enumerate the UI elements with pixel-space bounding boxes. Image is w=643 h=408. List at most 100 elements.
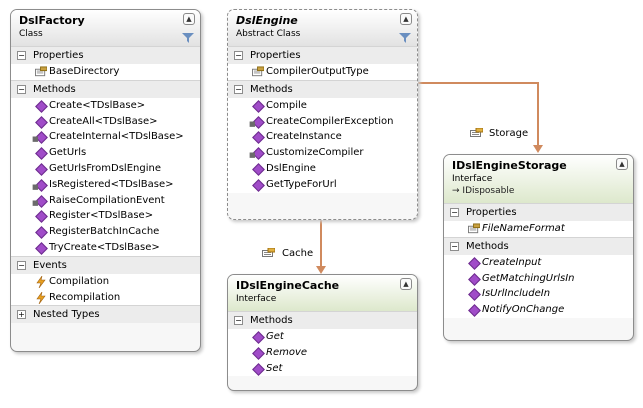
- section-label: Nested Types: [33, 309, 100, 321]
- method-item[interactable]: Remove: [228, 344, 417, 361]
- class-name: DslEngine: [236, 14, 298, 27]
- collapse-section-icon[interactable]: −: [450, 208, 459, 217]
- method-item[interactable]: NotifyOnChange: [444, 302, 633, 318]
- method-name: CreateInstance: [266, 131, 342, 143]
- method-name: GetTypeForUrl: [266, 178, 337, 190]
- collapse-button[interactable]: ▲: [400, 13, 412, 25]
- section-label: Methods: [250, 315, 293, 326]
- method-icon: [468, 288, 481, 302]
- method-item[interactable]: CreateInstance: [228, 129, 417, 146]
- method-item[interactable]: ■CreateInternal<TDslBase>: [11, 129, 200, 146]
- method-icon: [252, 362, 265, 376]
- property-icon: [262, 248, 275, 257]
- collapse-section-icon[interactable]: −: [234, 316, 243, 325]
- methods-section-header[interactable]: − Methods: [228, 311, 417, 329]
- idslenginecache-interface-shape[interactable]: IDslEngineCache Interface ▲ − Methods Ge…: [227, 274, 418, 391]
- method-icon: [252, 99, 265, 113]
- method-item[interactable]: GetUrls: [11, 145, 200, 161]
- properties-section-header[interactable]: − Properties: [228, 46, 417, 64]
- method-item[interactable]: GetMatchingUrlsIn: [444, 270, 633, 287]
- method-icon: [35, 99, 48, 113]
- method-item[interactable]: GetUrlsFromDslEngine: [11, 160, 200, 177]
- class-name: DslFactory: [19, 14, 85, 27]
- properties-list: FileNameFormat: [444, 221, 633, 237]
- collapse-section-icon[interactable]: −: [450, 241, 459, 251]
- property-item[interactable]: FileNameFormat: [444, 221, 633, 237]
- interface-name: IDslEngineCache: [236, 279, 340, 292]
- method-item[interactable]: GetTypeForUrl: [228, 176, 417, 193]
- event-lightning-icon: [36, 275, 46, 288]
- dslfactory-class-shape[interactable]: DslFactory Class ▲ − Properties BaseDire…: [10, 9, 201, 352]
- collapse-section-icon[interactable]: −: [234, 51, 243, 60]
- event-lightning-icon: [36, 291, 46, 304]
- properties-list: BaseDirectory: [11, 64, 200, 80]
- method-name: Get: [266, 331, 284, 342]
- dslengine-class-shape[interactable]: DslEngine Abstract Class ▲ − Properties …: [227, 9, 418, 220]
- implements-label: IDisposable: [462, 186, 515, 196]
- lock-icon: ■: [32, 198, 39, 207]
- collapse-button[interactable]: ▲: [400, 278, 412, 290]
- property-item[interactable]: CompilerOutputType: [228, 64, 417, 80]
- method-item[interactable]: IsUrlIncludeIn: [444, 286, 633, 303]
- collapse-section-icon[interactable]: −: [234, 84, 243, 94]
- method-item[interactable]: ■CreateCompilerException: [228, 113, 417, 130]
- method-name: IsRegistered<TDslBase>: [49, 178, 174, 190]
- cache-association-label: Cache: [282, 248, 314, 259]
- collapse-section-icon[interactable]: −: [17, 84, 26, 94]
- interface-header: IDslEngineCache Interface ▲: [228, 275, 417, 311]
- collapse-button[interactable]: ▲: [616, 158, 628, 170]
- lock-icon: ■: [249, 119, 256, 128]
- method-name: Register<TDslBase>: [49, 210, 154, 222]
- event-item[interactable]: Compilation: [11, 273, 200, 290]
- property-item[interactable]: BaseDirectory: [11, 64, 200, 80]
- method-item[interactable]: DslEngine: [228, 160, 417, 177]
- method-item[interactable]: CreateInput: [444, 254, 633, 271]
- filter-icon[interactable]: [182, 33, 194, 43]
- property-name: CompilerOutputType: [266, 66, 369, 77]
- method-item[interactable]: ■IsRegistered<TDslBase>: [11, 176, 200, 193]
- methods-section-header[interactable]: − Methods: [11, 79, 200, 98]
- method-name: TryCreate<TDslBase>: [49, 241, 160, 253]
- event-item[interactable]: Recompilation: [11, 289, 200, 306]
- property-icon: [470, 128, 483, 137]
- filter-icon[interactable]: [399, 33, 411, 43]
- properties-section-header[interactable]: − Properties: [444, 203, 633, 221]
- method-item[interactable]: Create<TDslBase>: [11, 97, 200, 114]
- method-name: GetUrls: [49, 147, 87, 159]
- method-name: DslEngine: [266, 162, 316, 174]
- method-item[interactable]: Get: [228, 329, 417, 345]
- protected-method-icon: ■: [32, 178, 48, 192]
- interface-stereotype: Interface: [236, 294, 277, 304]
- nested-types-section-header[interactable]: + Nested Types: [11, 305, 200, 324]
- method-icon: [35, 115, 48, 129]
- methods-section-header[interactable]: − Methods: [228, 79, 417, 98]
- interface-header: IDslEngineStorage Interface → IDisposabl…: [444, 155, 633, 203]
- collapse-section-icon[interactable]: −: [17, 51, 26, 60]
- class-header: DslEngine Abstract Class ▲: [228, 10, 417, 46]
- methods-section-header[interactable]: − Methods: [444, 236, 633, 255]
- lock-icon: ■: [249, 151, 256, 160]
- property-icon: [35, 66, 47, 77]
- cache-arrowhead: [316, 266, 326, 274]
- method-item[interactable]: Register<TDslBase>: [11, 208, 200, 225]
- events-section-header[interactable]: − Events: [11, 255, 200, 274]
- properties-section-header[interactable]: − Properties: [11, 46, 200, 64]
- expand-section-icon[interactable]: +: [17, 310, 26, 320]
- method-item[interactable]: RegisterBatchInCache: [11, 224, 200, 240]
- property-icon: [468, 223, 480, 234]
- method-item[interactable]: ■CustomizeCompiler: [228, 145, 417, 161]
- collapse-button[interactable]: ▲: [183, 13, 195, 25]
- method-item[interactable]: Compile: [228, 97, 417, 114]
- idslenginestorage-interface-shape[interactable]: IDslEngineStorage Interface → IDisposabl…: [443, 154, 634, 341]
- class-stereotype: Abstract Class: [236, 29, 301, 39]
- collapse-section-icon[interactable]: −: [17, 260, 26, 270]
- method-item[interactable]: TryCreate<TDslBase>: [11, 239, 200, 256]
- method-item[interactable]: ■RaiseCompilationEvent: [11, 192, 200, 209]
- interface-name: IDslEngineStorage: [452, 159, 567, 172]
- method-item[interactable]: CreateAll<TDslBase>: [11, 113, 200, 130]
- method-item[interactable]: Set: [228, 360, 417, 377]
- section-label: Properties: [466, 207, 517, 218]
